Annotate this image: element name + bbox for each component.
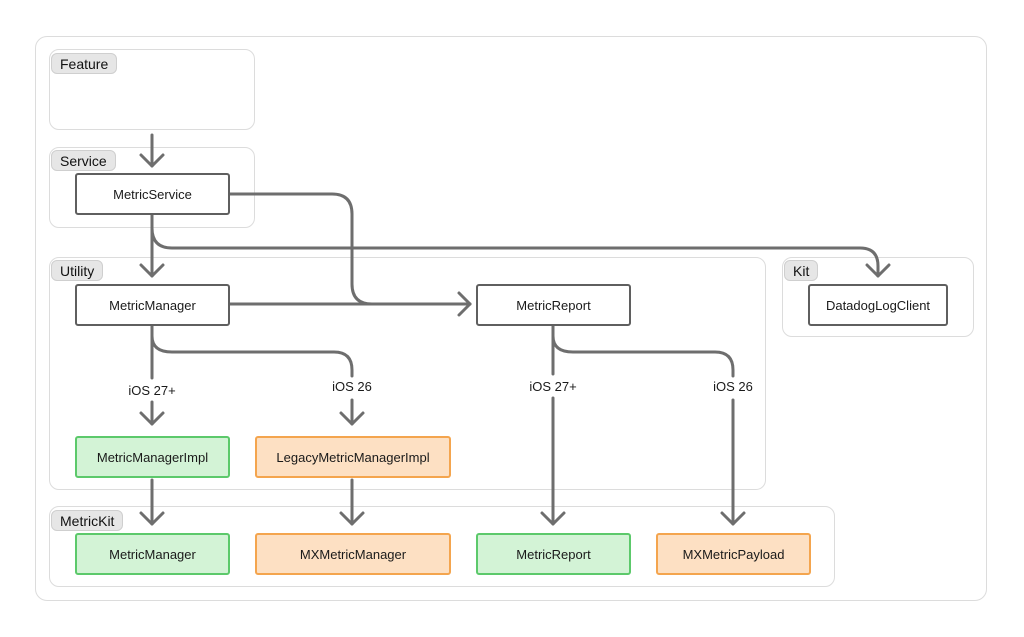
datadog-log-client-node[interactable]: DatadogLogClient xyxy=(808,284,948,326)
arrow-manager-to-legacy xyxy=(150,334,354,426)
edge-label-manager-ios27: iOS 27+ xyxy=(125,383,179,398)
metric-manager-impl-node[interactable]: MetricManagerImpl xyxy=(75,436,230,478)
metrickit-group-label: MetricKit xyxy=(51,510,124,531)
arrowhead xyxy=(339,511,365,526)
edge-label-manager-ios26: iOS 26 xyxy=(329,379,375,394)
legacy-metric-manager-impl-node[interactable]: LegacyMetricManagerImpl xyxy=(255,436,451,478)
arrowhead xyxy=(540,511,566,526)
arrowhead xyxy=(139,153,165,168)
arrowhead xyxy=(139,411,165,426)
arrowhead xyxy=(457,291,472,317)
metric-service-node[interactable]: MetricService xyxy=(75,173,230,215)
metrickit-metric-report-node[interactable]: MetricReport xyxy=(476,533,631,575)
kit-group-label: Kit xyxy=(784,260,819,281)
arrowhead xyxy=(139,511,165,526)
arrowhead xyxy=(339,411,365,426)
edge-label-report-ios26: iOS 26 xyxy=(710,379,756,394)
metric-report-node[interactable]: MetricReport xyxy=(476,284,631,326)
feature-group-label: Feature xyxy=(51,53,118,74)
arrowhead xyxy=(720,511,746,526)
mx-metric-manager-node[interactable]: MXMetricManager xyxy=(255,533,451,575)
utility-group-label: Utility xyxy=(51,260,104,281)
service-group-label: Service xyxy=(51,150,116,171)
metrickit-metric-manager-node[interactable]: MetricManager xyxy=(75,533,230,575)
arrow-service-to-datadog xyxy=(150,226,880,278)
arrowhead xyxy=(139,263,165,278)
edge-label-report-ios27: iOS 27+ xyxy=(526,379,580,394)
metric-manager-node[interactable]: MetricManager xyxy=(75,284,230,326)
mx-metric-payload-node[interactable]: MXMetricPayload xyxy=(656,533,811,575)
arrow-report-to-payload xyxy=(551,334,735,526)
arrowhead xyxy=(865,263,891,278)
